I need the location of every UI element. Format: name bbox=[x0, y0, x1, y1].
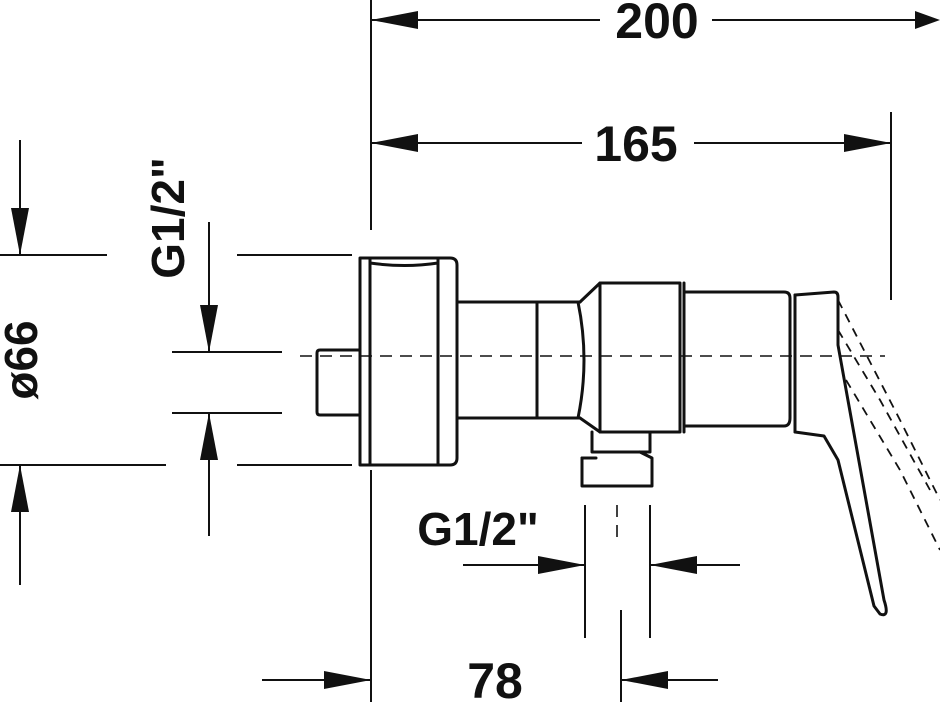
connecting-tube bbox=[455, 300, 582, 420]
valve-body bbox=[578, 281, 682, 434]
outlet-nozzle bbox=[590, 430, 652, 454]
body-length-label: 165 bbox=[594, 116, 677, 172]
rosette-flange bbox=[358, 256, 459, 467]
outlet-offset-label: 78 bbox=[467, 653, 523, 702]
dimension-top-thread: G1/2" bbox=[142, 157, 352, 536]
top-thread-label: G1/2" bbox=[142, 157, 194, 279]
dimension-bottom-thread: G1/2" bbox=[417, 503, 740, 638]
rosette-diameter-label: ø66 bbox=[0, 320, 47, 399]
overall-length-label: 200 bbox=[615, 0, 698, 49]
lever-handle bbox=[793, 290, 888, 617]
cartridge-housing bbox=[682, 290, 792, 428]
dimension-overall-length: 200 bbox=[370, 0, 940, 230]
dimension-body-length: 165 bbox=[371, 112, 892, 300]
mixer-outline bbox=[315, 256, 888, 617]
dimension-outlet-offset: 78 bbox=[262, 470, 718, 702]
bottom-thread-label: G1/2" bbox=[417, 503, 539, 555]
lever-swing-hidden-lines bbox=[837, 299, 940, 551]
dimension-rosette-diameter: ø66 bbox=[0, 140, 166, 585]
inlet-stub bbox=[315, 348, 362, 417]
